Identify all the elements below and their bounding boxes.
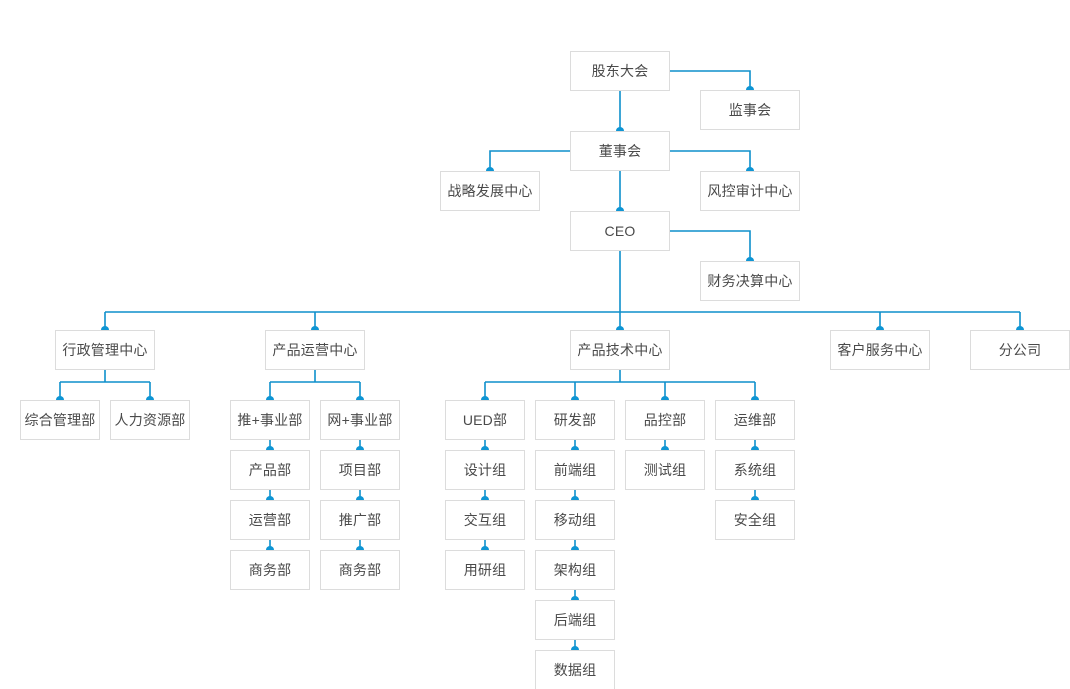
org-node-label: 行政管理中心 — [62, 342, 148, 358]
org-node-n7[interactable]: 财务决算中心 — [700, 261, 800, 301]
connector-line — [670, 70, 751, 90]
org-node-label: 设计组 — [463, 462, 507, 478]
org-node-label: 股东大会 — [591, 63, 649, 79]
org-node-label: 运营部 — [248, 512, 292, 528]
org-node-n19[interactable]: 运营部 — [230, 500, 310, 540]
org-node-label: 推+事业部 — [237, 412, 303, 428]
org-node-n3[interactable]: 董事会 — [570, 131, 670, 171]
org-node-label: 财务决算中心 — [707, 273, 793, 289]
org-node-label: 产品部 — [248, 462, 292, 478]
org-node-n20[interactable]: 推广部 — [320, 500, 400, 540]
org-node-n22[interactable]: 商务部 — [320, 550, 400, 590]
org-node-n6[interactable]: CEO — [570, 211, 670, 251]
org-node-label: 架构组 — [553, 562, 597, 578]
org-node-n1[interactable]: 股东大会 — [570, 51, 670, 91]
org-node-n23[interactable]: UED部 — [445, 400, 525, 440]
org-node-n11[interactable]: 客户服务中心 — [830, 330, 930, 370]
org-node-n28[interactable]: 前端组 — [535, 450, 615, 490]
org-node-n35[interactable]: 架构组 — [535, 550, 615, 590]
org-node-n12[interactable]: 分公司 — [970, 330, 1070, 370]
org-node-label: 数据组 — [553, 662, 597, 678]
org-node-label: 监事会 — [728, 102, 772, 118]
org-node-n8[interactable]: 行政管理中心 — [55, 330, 155, 370]
org-node-n17[interactable]: 产品部 — [230, 450, 310, 490]
org-node-label: 客户服务中心 — [837, 342, 923, 358]
org-node-label: 人力资源部 — [114, 412, 186, 428]
org-node-n34[interactable]: 用研组 — [445, 550, 525, 590]
org-node-n4[interactable]: 战略发展中心 — [440, 171, 540, 211]
org-node-n13[interactable]: 综合管理部 — [20, 400, 100, 440]
org-node-n14[interactable]: 人力资源部 — [110, 400, 190, 440]
org-node-label: 商务部 — [248, 562, 292, 578]
org-node-n24[interactable]: 研发部 — [535, 400, 615, 440]
org-node-n15[interactable]: 推+事业部 — [230, 400, 310, 440]
org-node-n5[interactable]: 风控审计中心 — [700, 171, 800, 211]
org-node-label: 推广部 — [338, 512, 382, 528]
org-node-n27[interactable]: 设计组 — [445, 450, 525, 490]
org-node-label: 用研组 — [463, 562, 507, 578]
org-node-label: 品控部 — [643, 412, 687, 428]
org-node-label: 前端组 — [553, 462, 597, 478]
org-node-label: 测试组 — [643, 462, 687, 478]
org-node-label: 系统组 — [733, 462, 777, 478]
org-node-n29[interactable]: 测试组 — [625, 450, 705, 490]
org-node-label: 移动组 — [553, 512, 597, 528]
org-node-n2[interactable]: 监事会 — [700, 90, 800, 130]
org-node-label: 风控审计中心 — [707, 183, 793, 199]
org-node-label: 综合管理部 — [24, 412, 96, 428]
org-node-n36[interactable]: 后端组 — [535, 600, 615, 640]
org-node-n37[interactable]: 数据组 — [535, 650, 615, 689]
org-node-n25[interactable]: 品控部 — [625, 400, 705, 440]
org-node-n9[interactable]: 产品运营中心 — [265, 330, 365, 370]
org-node-n30[interactable]: 系统组 — [715, 450, 795, 490]
org-node-label: 战略发展中心 — [447, 183, 533, 199]
org-node-n21[interactable]: 商务部 — [230, 550, 310, 590]
org-node-n31[interactable]: 交互组 — [445, 500, 525, 540]
org-node-label: 分公司 — [998, 342, 1042, 358]
org-node-label: 研发部 — [553, 412, 597, 428]
org-node-label: 后端组 — [553, 612, 597, 628]
org-node-n10[interactable]: 产品技术中心 — [570, 330, 670, 370]
connector-line — [670, 230, 751, 261]
org-node-label: 安全组 — [733, 512, 777, 528]
org-node-label: 产品运营中心 — [272, 342, 358, 358]
connector-line — [670, 150, 751, 171]
org-node-n16[interactable]: 网+事业部 — [320, 400, 400, 440]
org-node-n18[interactable]: 项目部 — [320, 450, 400, 490]
connector-line — [489, 150, 570, 171]
org-node-label: 运维部 — [733, 412, 777, 428]
org-node-label: 交互组 — [463, 512, 507, 528]
org-node-n26[interactable]: 运维部 — [715, 400, 795, 440]
org-node-n32[interactable]: 移动组 — [535, 500, 615, 540]
org-node-n33[interactable]: 安全组 — [715, 500, 795, 540]
org-node-label: 商务部 — [338, 562, 382, 578]
org-node-label: 董事会 — [598, 143, 642, 159]
org-node-label: 项目部 — [338, 462, 382, 478]
org-node-label: 网+事业部 — [327, 412, 393, 428]
org-node-label: CEO — [604, 223, 636, 239]
org-node-label: UED部 — [462, 412, 508, 428]
org-node-label: 产品技术中心 — [577, 342, 663, 358]
